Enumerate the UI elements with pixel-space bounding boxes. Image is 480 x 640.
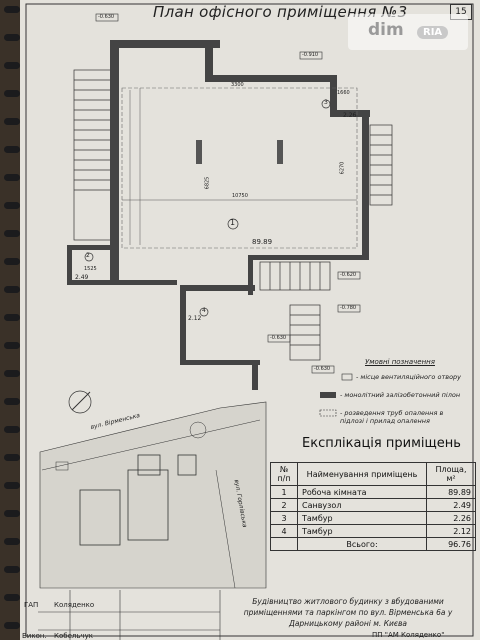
pylon bbox=[277, 140, 283, 164]
left-stair bbox=[73, 69, 113, 241]
cell-area: 2.49 bbox=[426, 498, 476, 512]
elevation-mark: -0.630 bbox=[98, 14, 115, 20]
total-area: 96.76 bbox=[426, 537, 476, 551]
legend-item: - розведення труб опалення в підлозі і п… bbox=[340, 409, 444, 425]
cell-name: Тамбур bbox=[297, 511, 427, 525]
dim-6825: 6825 bbox=[204, 176, 211, 190]
table-header: № п/п Найменування приміщень Площа, м² bbox=[270, 462, 476, 486]
elevation-mark: -0.910 bbox=[302, 52, 319, 58]
legend-item: - монолітний залізобетонний пілон bbox=[340, 391, 461, 399]
plan-title: План офісного приміщення №3 bbox=[153, 3, 408, 21]
header-number: № п/п bbox=[270, 462, 298, 486]
project-description: Будівництво житлового будинку з вбудован… bbox=[243, 597, 453, 628]
cell-number: 3 bbox=[270, 511, 298, 525]
dim-3300: 3300 bbox=[231, 82, 244, 88]
watermark-ria-badge: RIA bbox=[417, 26, 449, 39]
dim-1525: 1525 bbox=[84, 266, 97, 272]
table-row: 1 Робоча кімната 89.89 bbox=[270, 485, 476, 499]
dim-10750: 10750 bbox=[232, 193, 248, 199]
header-area: Площа, м² bbox=[426, 462, 476, 486]
company-name: ПП "АМ Коляденко" bbox=[372, 631, 445, 639]
total-label: Всього: bbox=[297, 537, 427, 551]
room-1-number: 1 bbox=[230, 218, 236, 227]
elevation-mark: -0.620 bbox=[340, 272, 357, 278]
table-total-row: Всього: 96.76 bbox=[270, 537, 476, 551]
cell-number: 4 bbox=[270, 524, 298, 538]
cell-area: 2.26 bbox=[426, 511, 476, 525]
watermark-logo: dim bbox=[368, 20, 404, 40]
stamp-vykon-label: Викон. bbox=[22, 632, 47, 640]
room-2-area: 2.49 bbox=[75, 274, 89, 281]
room-4-number: 4 bbox=[202, 307, 206, 314]
table-row: 4 Тамбур 2.12 bbox=[270, 524, 476, 538]
table-row: 2 Санвузол 2.49 bbox=[270, 498, 476, 512]
cell-name: Робоча кімната bbox=[297, 485, 427, 499]
dim-6270: 6270 bbox=[339, 161, 346, 175]
table-row: 3 Тамбур 2.26 bbox=[270, 511, 476, 525]
cell-area: 89.89 bbox=[426, 485, 476, 499]
stamp-gap-label: ГАП bbox=[24, 601, 39, 609]
cell-name: Тамбур bbox=[297, 524, 427, 538]
drawing-sheet: План офісного приміщення №3 15 1 89.89 2… bbox=[20, 0, 480, 640]
right-stair bbox=[369, 124, 393, 206]
explication-title: Експлікація приміщень bbox=[302, 436, 461, 451]
floor-plan bbox=[25, 3, 474, 640]
cell-name: Санвузол bbox=[297, 498, 427, 512]
room-1-area: 89.89 bbox=[252, 238, 273, 246]
dim-1660: 1660 bbox=[337, 90, 350, 96]
elevation-mark: -0.780 bbox=[340, 305, 357, 311]
explication-table: № п/п Найменування приміщень Площа, м² 1… bbox=[270, 462, 476, 551]
header-name: Найменування приміщень bbox=[297, 462, 427, 486]
pylon bbox=[196, 140, 202, 164]
cell-number: 1 bbox=[270, 485, 298, 499]
stamp-vykon-name: Кобельчук bbox=[54, 632, 93, 640]
room-3-number: 3 bbox=[324, 99, 328, 106]
site-map bbox=[39, 401, 267, 589]
spiral-binding bbox=[0, 0, 22, 640]
legend-item: - місце вентиляційного отвору bbox=[356, 373, 462, 381]
elevation-mark: -0.630 bbox=[314, 366, 331, 372]
cell-area: 2.12 bbox=[426, 524, 476, 538]
stamp-gap-name: Коляденко bbox=[54, 601, 95, 609]
room-4-area: 2.12 bbox=[188, 315, 202, 322]
legend-title: Умовні позначення bbox=[365, 358, 435, 366]
room-3-area: 2.26 bbox=[343, 112, 357, 119]
elevation-mark: -0.630 bbox=[270, 335, 287, 341]
cell-number: 2 bbox=[270, 498, 298, 512]
watermark bbox=[348, 14, 468, 50]
walls bbox=[67, 40, 370, 390]
room-2-number: 2 bbox=[86, 252, 90, 259]
